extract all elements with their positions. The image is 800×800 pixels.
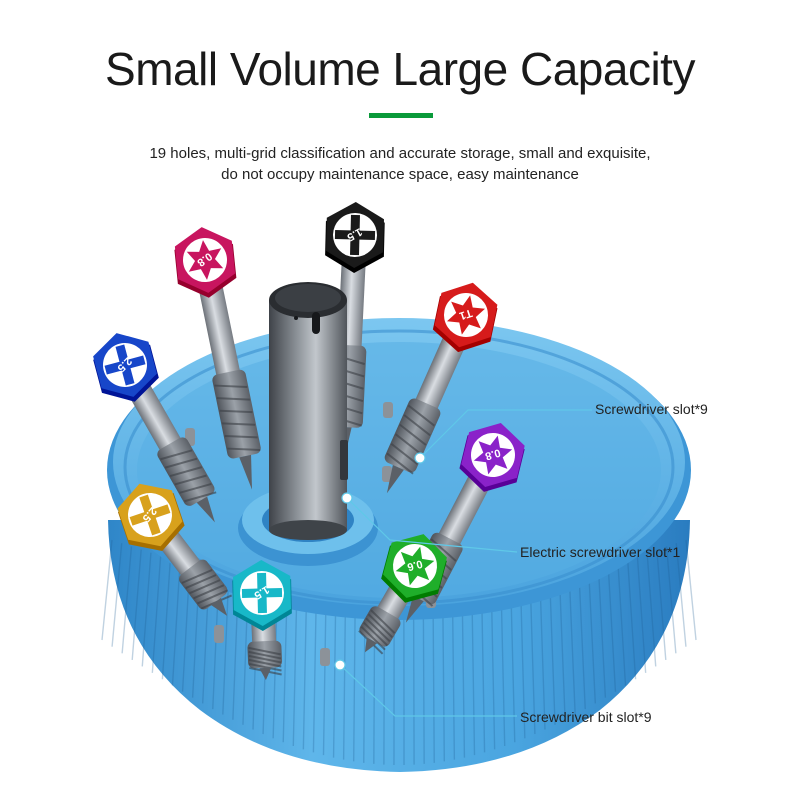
subtitle-line-2: do not occupy maintenance space, easy ma… xyxy=(221,166,579,183)
screwdriver-4: 2.5 xyxy=(93,333,217,523)
screwdriver-cap: 0.6 xyxy=(381,534,447,603)
torx-star-icon xyxy=(447,295,485,335)
electric-screwdriver xyxy=(269,282,348,540)
screwdriver-cap: 2.5 xyxy=(117,483,185,551)
screwdriver-8: 0.6 xyxy=(358,534,447,655)
bit-size-label: T1 xyxy=(458,306,474,321)
screwdriver-shaft xyxy=(431,465,496,560)
screwdriver-grip xyxy=(179,559,228,610)
screwdriver-cap: 1.5 xyxy=(325,202,385,273)
subtitle: 19 holes, multi-grid classification and … xyxy=(0,143,800,185)
screwdriver-cap: T1 xyxy=(432,282,498,353)
page-title: Small Volume Large Capacity xyxy=(105,43,695,95)
torx-star-icon xyxy=(473,435,513,475)
screwdriver-6: 2.5 xyxy=(117,483,233,616)
torx-star-icon xyxy=(395,546,435,586)
callout-bit-slot: Screwdriver bit slot*9 xyxy=(520,709,652,725)
screwdriver-1: 0.8 xyxy=(174,227,261,490)
usb-c-port xyxy=(312,312,320,334)
screwdriver-7: 1.5 xyxy=(232,560,292,680)
torx-star-icon xyxy=(186,240,224,280)
screwdriver-shaft xyxy=(408,326,470,425)
screwdriver-cap: 0.8 xyxy=(459,422,525,492)
bit-size-label: 0.6 xyxy=(406,557,424,573)
subtitle-line-1: 19 holes, multi-grid classification and … xyxy=(149,145,651,162)
screwdriver-cap: 1.5 xyxy=(232,560,292,631)
screwdriver-shaft xyxy=(123,374,189,464)
screwdriver-cap: 0.8 xyxy=(174,227,237,298)
screwdriver-cap: 2.5 xyxy=(93,333,159,402)
callout-electric-screwdriver-slot: Electric screwdriver slot*1 xyxy=(520,544,681,560)
screwdriver-shaft xyxy=(196,275,245,396)
screwdriver-3: T1 xyxy=(384,282,498,494)
bit-size-label: 0.8 xyxy=(484,446,502,462)
callout-screwdriver-slot: Screwdriver slot*9 xyxy=(595,401,708,417)
title-underline xyxy=(369,113,433,118)
callout-lines xyxy=(334,409,592,717)
